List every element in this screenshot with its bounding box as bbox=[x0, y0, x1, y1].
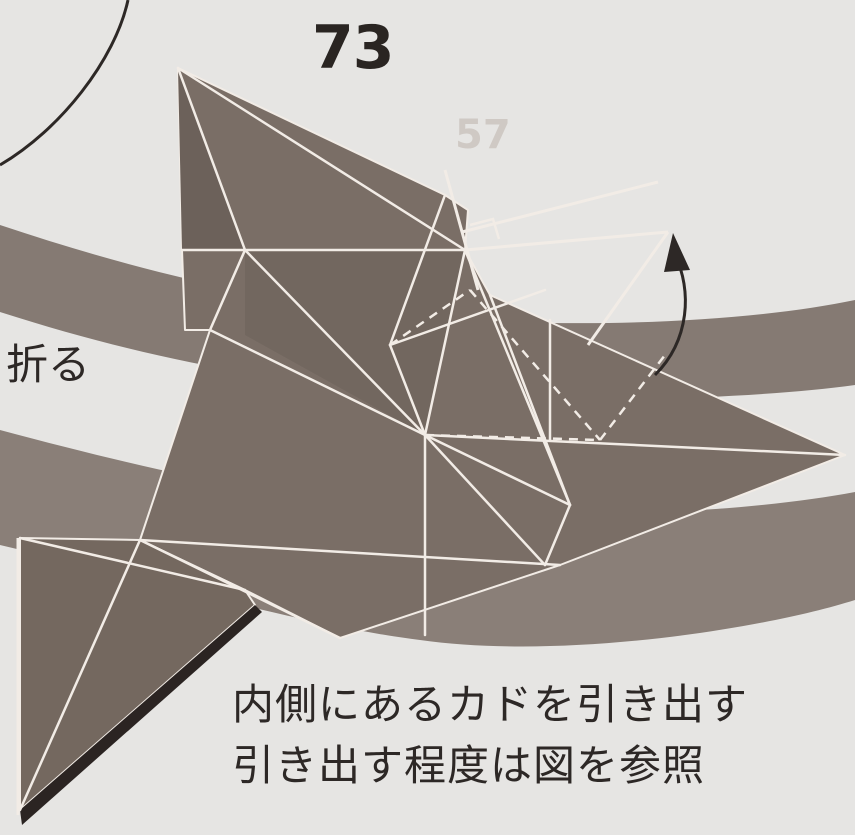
arrow-head-icon bbox=[664, 233, 690, 272]
step-number: 73 bbox=[312, 13, 394, 83]
fold-instruction-label: 折る bbox=[6, 340, 91, 389]
shaded-region-center bbox=[245, 250, 465, 435]
faint-mark: 57 bbox=[455, 112, 511, 158]
crease-lines bbox=[18, 66, 847, 812]
paper-leg-shadow bbox=[20, 605, 262, 825]
paper-leg bbox=[19, 537, 256, 811]
paper-body bbox=[139, 67, 846, 639]
caption-line-1: 内側にあるカドを引き出す bbox=[232, 680, 749, 729]
right-angle-marker-icon bbox=[469, 217, 501, 240]
hidden-fold-lines bbox=[389, 288, 666, 442]
circle-arc bbox=[0, 0, 130, 167]
caption-line-2: 引き出す程度は図を参照 bbox=[232, 741, 706, 790]
